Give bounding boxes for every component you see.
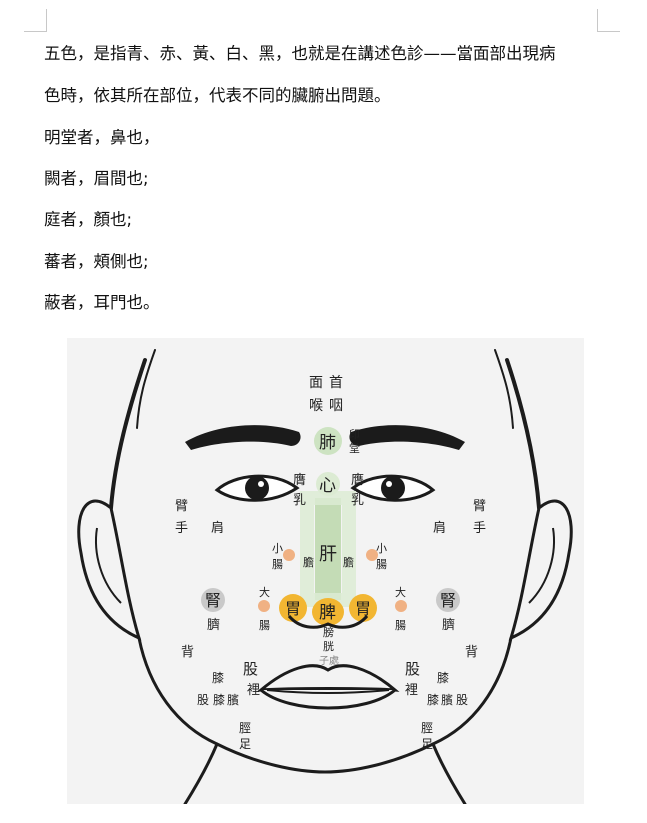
label-shou: 首 bbox=[329, 375, 343, 391]
label-chang-left-2: 腸 bbox=[259, 619, 270, 632]
spleen-highlight bbox=[312, 598, 344, 626]
label-xi2-right: 膝 bbox=[427, 693, 439, 707]
label-wei-right: 胃 bbox=[355, 599, 371, 618]
label-gu-right: 股 bbox=[405, 660, 420, 678]
label-ru-left: 乳 bbox=[293, 493, 306, 508]
label-xi-right: 膝 bbox=[437, 671, 449, 685]
face-diagnosis-figure: 面 首 喉 咽 肺 印 堂 心 膺 乳 膺 乳 臂 手 肩 臂 手 肩 肝 小 … bbox=[67, 338, 584, 804]
label-gan: 肝 bbox=[319, 544, 337, 565]
label-li-left: 裡 bbox=[247, 683, 260, 698]
label-gu2-right: 股 bbox=[456, 693, 468, 707]
stomach-left-highlight bbox=[279, 594, 307, 622]
label-xiao-left: 小 bbox=[272, 542, 283, 555]
label-zi: 子處 bbox=[319, 654, 339, 667]
label-jing-right: 脛 bbox=[421, 721, 433, 735]
large-intestine-left-dot bbox=[258, 600, 270, 612]
label-xin: 心 bbox=[319, 476, 336, 496]
paragraph-7: 蔽者，耳門也。 bbox=[44, 293, 160, 312]
liver-zone-center bbox=[315, 498, 341, 600]
label-yan: 咽 bbox=[329, 398, 343, 414]
label-qi-left: 臍 bbox=[207, 617, 220, 633]
label-gu2-left: 股 bbox=[197, 693, 209, 707]
nose bbox=[287, 614, 369, 629]
label-bei-left: 背 bbox=[181, 645, 194, 660]
paragraph-1: 五色，是指青、赤、黃、白、黑，也就是在講述色診——當面部出現病 bbox=[44, 44, 556, 63]
label-zu-left: 足 bbox=[239, 737, 251, 751]
paragraph-4: 闕者，眉間也; bbox=[44, 169, 149, 188]
label-pang: 膀 bbox=[323, 625, 334, 639]
lung-highlight bbox=[314, 427, 342, 455]
label-bin-right: 臏 bbox=[441, 692, 453, 707]
label-jian-left: 肩 bbox=[211, 520, 224, 536]
label-zu-right: 足 bbox=[421, 737, 433, 751]
mouth bbox=[256, 664, 400, 710]
crop-mark-top-left bbox=[24, 9, 47, 32]
label-shou-left: 手 bbox=[175, 521, 188, 536]
label-dan-right: 膽 bbox=[343, 555, 354, 569]
label-hou: 喉 bbox=[309, 398, 323, 414]
label-dan-left: 膽 bbox=[303, 555, 314, 569]
label-chang-left-1: 腸 bbox=[272, 558, 283, 571]
label-tang: 堂 bbox=[349, 442, 360, 455]
label-jing-left: 脛 bbox=[239, 721, 251, 735]
crop-mark-top-right bbox=[597, 9, 620, 32]
kidney-left-highlight bbox=[201, 588, 225, 612]
label-pi: 脾 bbox=[319, 603, 336, 623]
face-map-illustration: 面 首 喉 咽 肺 印 堂 心 膺 乳 膺 乳 臂 手 肩 臂 手 肩 肝 小 … bbox=[67, 338, 584, 804]
label-wei-left: 胃 bbox=[285, 599, 301, 618]
label-shen-right: 腎 bbox=[440, 591, 456, 610]
label-xi2-left: 膝 bbox=[213, 693, 225, 707]
label-bi-left: 臂 bbox=[175, 499, 188, 514]
paragraph-3: 明堂者，鼻也， bbox=[44, 128, 160, 147]
label-fei: 肺 bbox=[319, 433, 336, 453]
label-xiao-right: 小 bbox=[376, 542, 387, 555]
kidney-right-highlight bbox=[436, 588, 460, 612]
label-gu-left: 股 bbox=[243, 660, 258, 678]
label-da-right: 大 bbox=[395, 585, 406, 599]
label-xi-left: 膝 bbox=[212, 671, 224, 685]
stomach-right-highlight bbox=[349, 594, 377, 622]
label-chang-right-1: 腸 bbox=[376, 558, 387, 571]
label-bin-left: 臏 bbox=[227, 692, 239, 707]
paragraph-5: 庭者，顏也; bbox=[44, 210, 133, 229]
left-ear bbox=[77, 499, 142, 641]
label-ying-right: 膺 bbox=[351, 473, 364, 488]
label-bei-right: 背 bbox=[465, 645, 478, 660]
large-intestine-right-dot bbox=[395, 600, 407, 612]
head-outline bbox=[109, 349, 541, 804]
label-qi-right: 臍 bbox=[442, 617, 455, 633]
paragraph-2: 色時，依其所在部位，代表不同的臟腑出問題。 bbox=[44, 86, 391, 105]
paragraph-6: 蕃者，頰側也; bbox=[44, 252, 149, 271]
ears bbox=[77, 499, 573, 641]
zone-labels: 面 首 喉 咽 肺 印 堂 心 膺 乳 膺 乳 臂 手 肩 臂 手 肩 肝 小 … bbox=[175, 375, 486, 751]
left-eye bbox=[214, 474, 300, 502]
label-ying-left: 膺 bbox=[293, 473, 306, 488]
right-ear bbox=[508, 499, 573, 641]
label-guang: 胱 bbox=[323, 639, 334, 653]
small-intestine-left-dot bbox=[283, 549, 295, 561]
label-shou-right: 手 bbox=[473, 521, 486, 536]
label-ru-right: 乳 bbox=[351, 493, 364, 508]
heart-highlight bbox=[316, 472, 340, 496]
right-eyebrow bbox=[349, 425, 465, 450]
right-eye bbox=[350, 474, 436, 502]
left-eyebrow bbox=[185, 425, 301, 450]
label-yin: 印 bbox=[349, 428, 360, 441]
label-da-left: 大 bbox=[259, 585, 270, 599]
label-shen-left: 腎 bbox=[205, 591, 221, 610]
label-li-right: 裡 bbox=[405, 683, 418, 698]
label-mian: 面 bbox=[309, 375, 323, 391]
label-chang-right-2: 腸 bbox=[395, 619, 406, 632]
small-intestine-right-dot bbox=[366, 549, 378, 561]
label-jian-right: 肩 bbox=[433, 520, 446, 536]
label-bi-right: 臂 bbox=[473, 499, 486, 514]
